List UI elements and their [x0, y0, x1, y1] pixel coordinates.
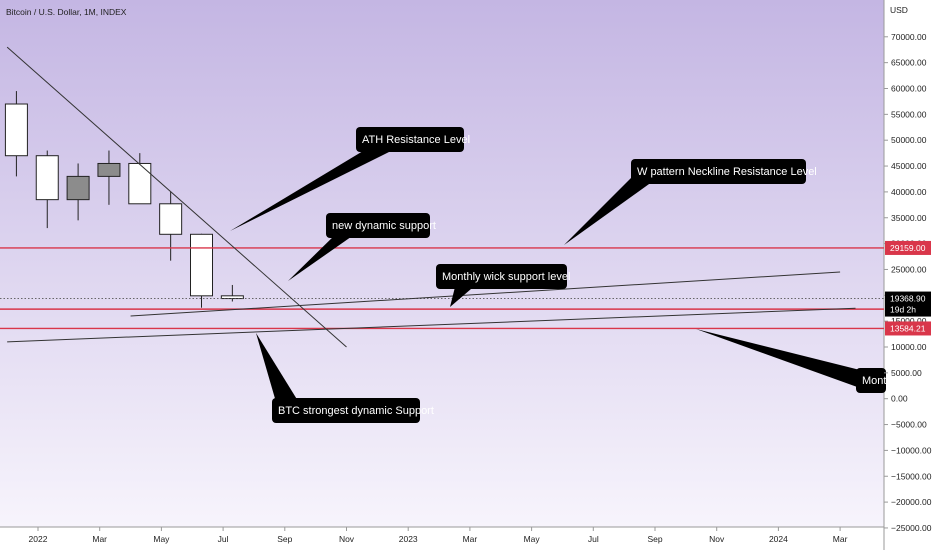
time-tick-label: 2022	[29, 534, 48, 544]
callout-box[interactable]	[631, 159, 806, 184]
candle-body	[159, 203, 183, 235]
time-tick-label: Nov	[709, 534, 725, 544]
price-level-tag	[885, 240, 931, 255]
trendlines	[6, 46, 856, 348]
candle-body	[220, 295, 244, 300]
time-tick-label: 2024	[769, 534, 788, 544]
plot-background	[0, 0, 884, 527]
price-tick-label: 40000.00	[891, 187, 927, 197]
time-tick-label: Sep	[647, 534, 662, 544]
price-tick-label: 50000.00	[891, 135, 927, 145]
time-tick-label: May	[524, 534, 541, 544]
trendline	[6, 46, 347, 348]
price-level-tag	[885, 321, 931, 336]
price-tick-label: 60000.00	[891, 84, 927, 94]
last-price-label: 19368.90	[890, 294, 926, 304]
price-tick-label: −5000.00	[891, 420, 927, 430]
candle-body	[35, 155, 59, 201]
trendline	[130, 271, 841, 317]
callout-label: Month	[862, 375, 893, 387]
time-axis[interactable]: 2022 Mar May Jul Sep Nov 2023 Mar May Jul Sep Nov 20…	[29, 527, 848, 544]
callout-pointer	[564, 175, 656, 245]
callout-label: BTC strongest dynamic Support	[278, 405, 434, 417]
candle-body	[66, 175, 90, 201]
callout-label: new dynamic support	[332, 220, 436, 232]
price-tick-label: 15000.00	[891, 316, 927, 326]
axis-background	[884, 0, 932, 550]
price-tick-label: −20000.00	[891, 497, 932, 507]
callout-box[interactable]	[436, 264, 567, 289]
time-tick-label: Mar	[833, 534, 848, 544]
time-tick-label: Mar	[92, 534, 107, 544]
callout-label: ATH Resistance Level	[362, 134, 470, 146]
price-level-tag-label: 29159.00	[890, 243, 926, 253]
callout-pointer	[256, 333, 298, 402]
callout-pointer	[696, 329, 860, 388]
price-tick-label: −15000.00	[891, 471, 932, 481]
price-tick-label: 55000.00	[891, 109, 927, 119]
callout-box[interactable]	[356, 127, 464, 152]
callout-label: W pattern Neckline Resistance Level	[637, 166, 817, 178]
currency-label: USD	[890, 5, 908, 15]
trendline	[7, 307, 856, 343]
time-axis-background	[0, 527, 884, 550]
candles	[4, 91, 244, 308]
price-level-tag-label: 13584.21	[890, 323, 926, 333]
price-tick-label: 45000.00	[891, 161, 927, 171]
callout-box[interactable]	[856, 368, 886, 393]
time-tick-label: Jul	[218, 534, 229, 544]
price-tick-label: 10000.00	[891, 342, 927, 352]
time-tick-label: Sep	[277, 534, 292, 544]
time-tick-label: Mar	[463, 534, 478, 544]
price-tick-label: 65000.00	[891, 58, 927, 68]
time-tick-label: Jul	[588, 534, 599, 544]
callout-box[interactable]	[272, 398, 420, 423]
price-tick-label: −25000.00	[891, 523, 932, 533]
bar-countdown-label: 19d 2h	[890, 305, 916, 315]
candle-body	[97, 162, 121, 177]
price-axis[interactable]: 70000.00 65000.00 60000.00 55000.00 50000.00…	[884, 32, 932, 533]
candle-body	[190, 233, 214, 297]
price-tick-label: −10000.00	[891, 445, 932, 455]
price-tick-label: 70000.00	[891, 32, 927, 42]
candle-body	[4, 103, 28, 157]
price-tick-label: 5000.00	[891, 368, 922, 378]
candle-body	[128, 162, 152, 205]
callouts: ATH Resistance Level new dynamic support W…	[230, 127, 893, 423]
price-tick-label: 35000.00	[891, 213, 927, 223]
callout-pointer	[230, 145, 393, 231]
price-levels	[0, 247, 884, 330]
symbol-title: Bitcoin / U.S. Dollar, 1M, INDEX	[6, 7, 127, 17]
last-price-tag	[885, 291, 931, 317]
price-tick-label: 25000.00	[891, 264, 927, 274]
price-tick-label: 0.00	[891, 394, 908, 404]
time-tick-label: Nov	[339, 534, 355, 544]
time-tick-label: 2023	[399, 534, 418, 544]
callout-pointer	[288, 232, 358, 281]
callout-box[interactable]	[326, 213, 430, 238]
time-tick-label: May	[153, 534, 170, 544]
callout-label: Monthly wick support level	[442, 271, 570, 283]
